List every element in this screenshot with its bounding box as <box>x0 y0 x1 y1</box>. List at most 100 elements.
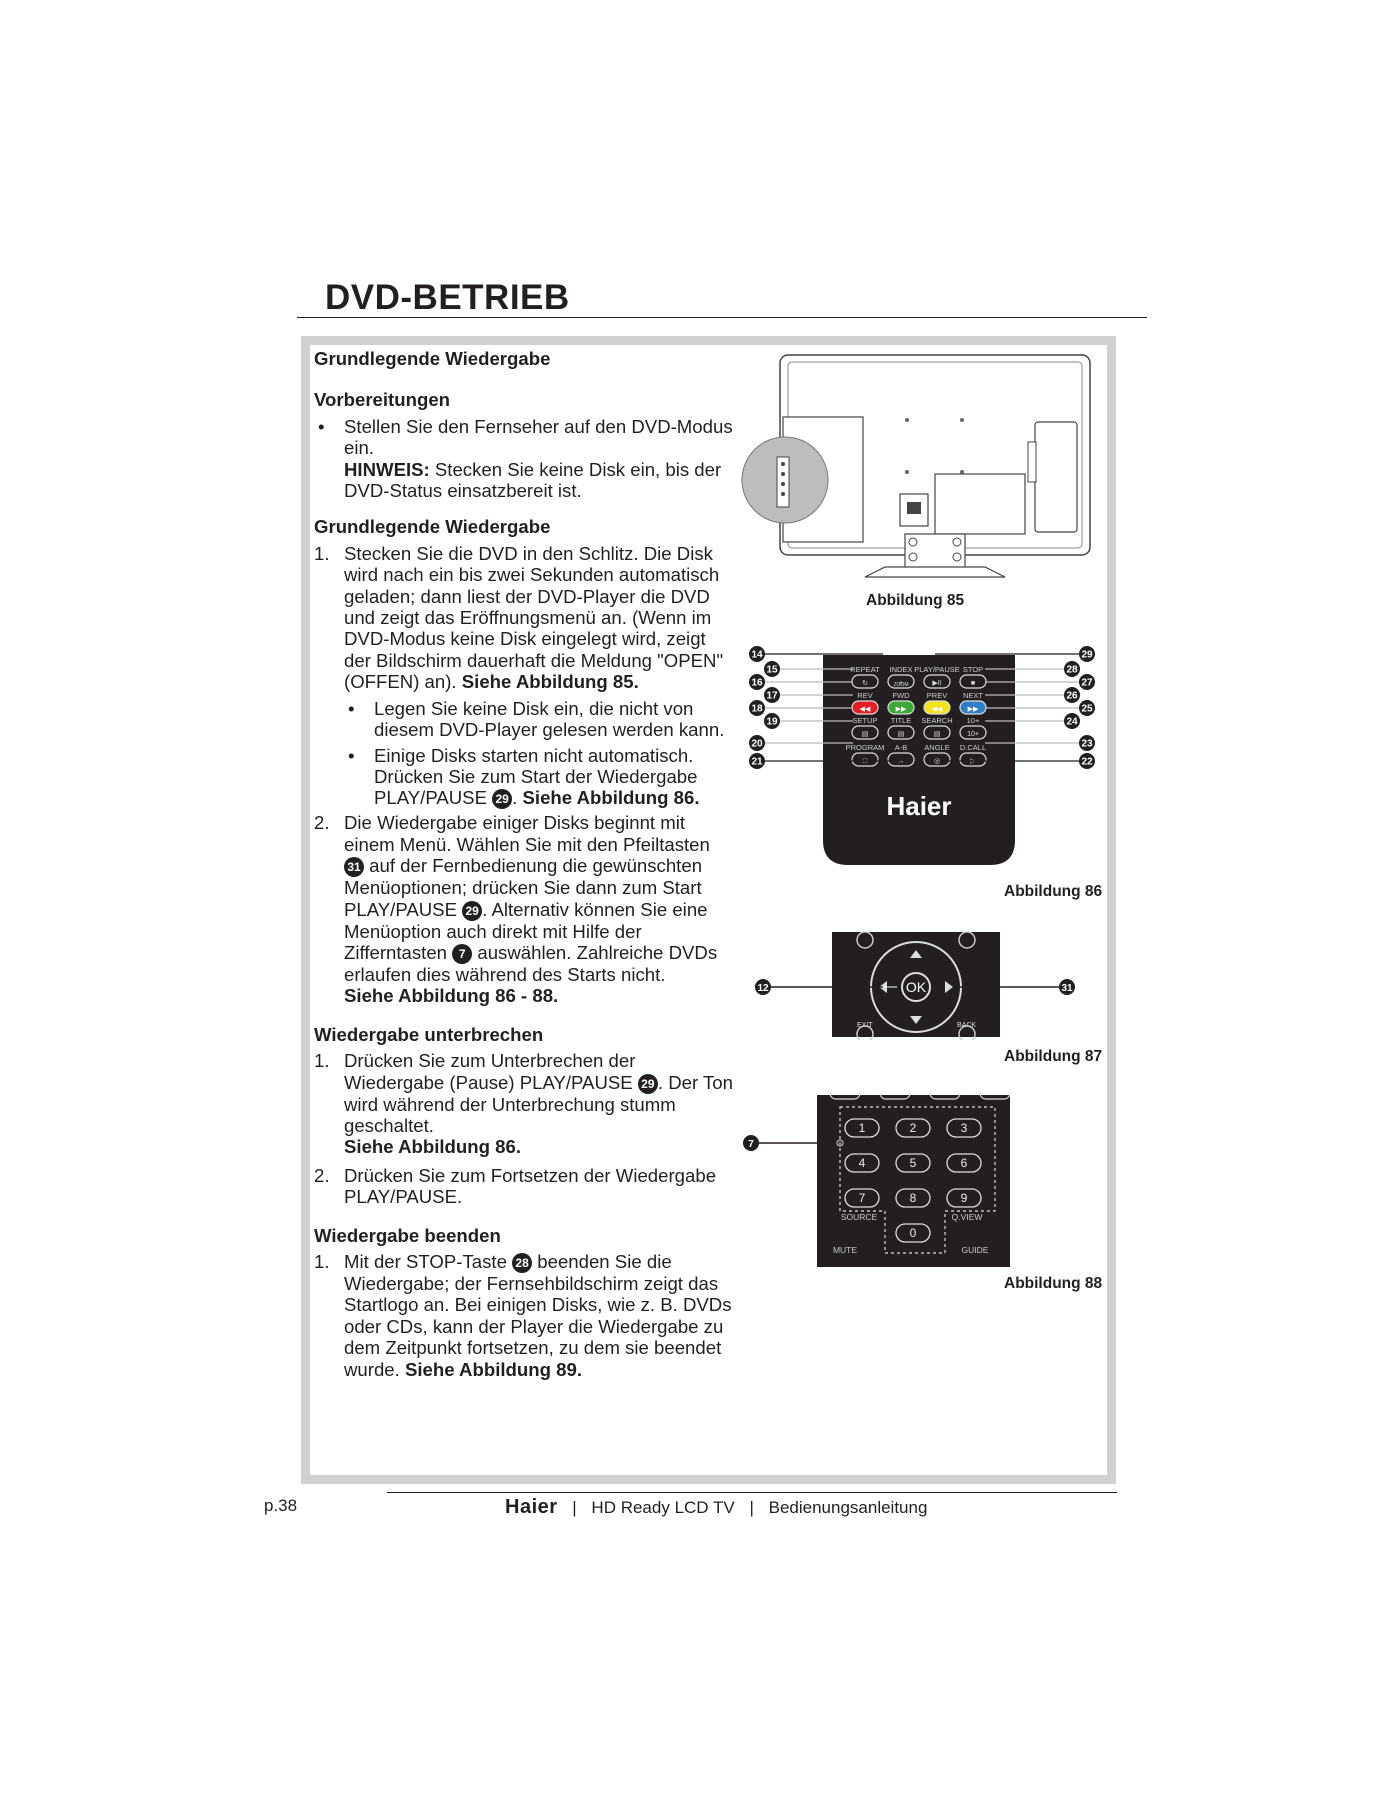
remote-button <box>887 674 915 689</box>
pause-heading: Wiedergabe unterbrechen <box>314 1023 544 1045</box>
item-number: 2. <box>314 812 330 834</box>
mute-label: MUTE <box>833 1245 857 1255</box>
callout-badge: 29 <box>637 1073 658 1094</box>
digit-button <box>844 1188 880 1208</box>
source-label: SOURCE <box>841 1212 878 1222</box>
side-button <box>781 472 785 476</box>
mount-hole <box>960 470 964 474</box>
partial-button <box>879 1093 911 1100</box>
callout-number: 15 <box>766 665 778 676</box>
ok-label: OK <box>906 979 927 995</box>
remote-button <box>887 725 915 740</box>
callout-badge: 29 <box>462 900 483 921</box>
stop-item-1: 1. Mit der STOP-Taste 28 beenden Sie die… <box>314 1251 734 1380</box>
partial-button <box>979 1093 1011 1100</box>
item-number: 1. <box>314 1050 330 1072</box>
text-run: beenden Sie die Wiedergabe; der Fernsehb… <box>344 1251 732 1380</box>
callout-number: 14 <box>751 650 763 661</box>
text-run: auswählen. Zahlreiche DVDs erlaufen dies… <box>344 941 718 985</box>
footer-manual: Bedienungsanleitung <box>768 1498 928 1517</box>
corner-button <box>856 931 874 949</box>
digit-label: 1 <box>859 1121 866 1135</box>
figure-85-tv-rear <box>741 354 1091 578</box>
basic-sub-2-body: Einige Disks starten nicht automatisch. … <box>374 744 698 809</box>
basic-item-2: 2. Die Wiedergabe einiger Disks beginnt … <box>314 812 734 1006</box>
callout-number: 19 <box>766 717 778 728</box>
page-title: DVD-BETRIEB <box>325 278 570 317</box>
callout-badge <box>749 735 765 751</box>
callout-badge <box>749 753 765 769</box>
side-button <box>781 482 785 486</box>
figure-87-navpad: OK EXIT BACK 12 31 <box>755 931 1075 1040</box>
callout-anchor <box>836 1139 844 1147</box>
callout-badge <box>1064 713 1080 729</box>
remote-button <box>923 725 951 740</box>
pause-item-1-text: Drücken Sie zum Unterbrechen der Wiederg… <box>344 1050 734 1136</box>
callout-badge <box>764 661 780 677</box>
remote-button-label: INDEX <box>890 665 913 674</box>
remote-button <box>887 700 915 715</box>
remote-button-label: SETUP <box>852 716 877 725</box>
basic-item-1-ref: Siehe Abbildung 85. <box>456 671 639 693</box>
remote-button-label: SEARCH <box>921 716 952 725</box>
remote-button <box>851 752 879 767</box>
callout-number: 29 <box>1081 650 1093 661</box>
remote-button-icon: ◎ <box>934 758 940 765</box>
remote-button-icon: ↻ <box>862 680 868 687</box>
remote-button-label: NEXT <box>963 691 983 700</box>
basic-item-1: 1. Stecken Sie die DVD in den Schlitz. D… <box>314 543 734 693</box>
callout-number: 18 <box>751 704 763 715</box>
basic-sub-2-text: Einige Disks starten nicht automatisch. … <box>374 745 734 810</box>
pause-item-1-ref: Siehe Abbildung 86. <box>344 1136 734 1157</box>
basic-item-1-body: Stecken Sie die DVD in den Schlitz. Die … <box>344 542 724 693</box>
callout-number: 26 <box>1066 691 1078 702</box>
digit-label: 5 <box>910 1156 917 1170</box>
digit-label: 4 <box>859 1156 866 1170</box>
keypad-body <box>817 1095 1010 1267</box>
basic-item-2-text: Die Wiedergabe einiger Disks beginnt mit… <box>344 812 734 985</box>
callout-badge: 28 <box>512 1253 533 1273</box>
reference: Siehe Abbildung 89. <box>399 1358 582 1380</box>
callout-badge <box>749 674 765 690</box>
item-number: 1. <box>314 542 330 564</box>
digit-label: 6 <box>961 1156 968 1170</box>
text-run: . Der Ton wird während der Unterbrechung… <box>344 1071 733 1136</box>
power-socket-inner <box>907 502 921 514</box>
figure-85-caption: Abbildung 85 <box>866 592 965 609</box>
remote-button-label: D.CALL <box>960 743 986 752</box>
partial-button <box>929 1093 961 1100</box>
digit-button <box>895 1118 931 1138</box>
callout-badge <box>1079 753 1095 769</box>
callout-number: 16 <box>751 678 763 689</box>
remote-button-label: REPEAT <box>850 665 880 674</box>
callout-badge <box>764 713 780 729</box>
remote-button-label: TITLE <box>891 716 911 725</box>
text-run: . Alternativ können Sie eine Menüoption … <box>344 898 708 963</box>
text-run: auf der Fernbedienung die gewünschten Me… <box>344 855 703 920</box>
title-rule <box>297 317 1147 318</box>
note-text: Stecken Sie keine Disk ein, bis der DVD-… <box>344 458 722 502</box>
callout-badge <box>743 1135 759 1151</box>
remote-button-icon: ▶▶ <box>896 706 907 713</box>
side-button <box>781 492 785 496</box>
digit-button <box>946 1153 982 1173</box>
mount-hole <box>905 418 909 422</box>
qview-label: Q.VIEW <box>952 1212 983 1222</box>
figure-86-remote: REPEAT↻INDEX⌕PLAY/PAUSE▶IISTOP■REV◀◀FWD▶… <box>749 646 1095 865</box>
exit-label: EXIT <box>857 1022 873 1029</box>
item-number: 1. <box>314 1251 330 1272</box>
remote-button-icon: ⌕ <box>899 680 903 687</box>
callout-badge <box>1064 687 1080 703</box>
digit-button <box>844 1118 880 1138</box>
remote-button-icon: ▶II <box>932 680 941 687</box>
callout-number: 20 <box>751 739 763 750</box>
zoom-label: ZOOM <box>894 682 909 688</box>
callout-badge <box>1079 735 1095 751</box>
stand-base <box>864 566 1006 578</box>
callout-number: 28 <box>1066 665 1078 676</box>
mount-hole <box>905 470 909 474</box>
digit-label: 0 <box>910 1226 917 1240</box>
remote-button <box>923 674 951 689</box>
stop-heading: Wiedergabe beenden <box>314 1224 501 1246</box>
